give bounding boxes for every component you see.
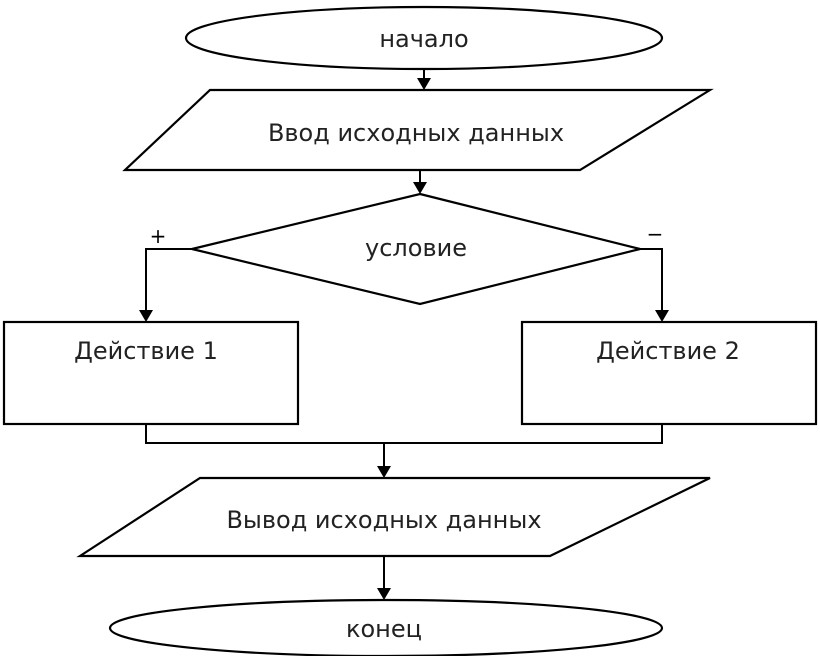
connector-no-branch xyxy=(640,248,663,312)
connector-yes-branch xyxy=(145,248,192,312)
output-parallelogram xyxy=(76,476,711,558)
input-label: Ввод исходных данных xyxy=(268,119,564,147)
output-label: Вывод исходных данных xyxy=(226,506,541,534)
action2-box xyxy=(520,320,818,426)
branch-yes-label: + xyxy=(150,224,167,248)
end-label: конец xyxy=(346,615,422,643)
arrowhead-end xyxy=(377,588,391,600)
arrowhead-action1 xyxy=(139,310,153,322)
connector-merge xyxy=(145,424,663,444)
start-label: начало xyxy=(379,25,468,53)
branch-no-label: − xyxy=(647,222,664,246)
arrowhead-action2 xyxy=(655,310,669,322)
arrowhead-output xyxy=(377,466,391,478)
condition-label: условие xyxy=(365,234,467,262)
action2-label: Действие 2 xyxy=(596,337,740,365)
input-parallelogram xyxy=(122,88,714,172)
condition-diamond xyxy=(191,192,641,306)
arrowhead-condition xyxy=(413,182,427,194)
end-terminal xyxy=(108,598,664,656)
action1-box xyxy=(2,320,300,426)
action1-label: Действие 1 xyxy=(74,337,218,365)
arrowhead-input xyxy=(417,78,431,90)
